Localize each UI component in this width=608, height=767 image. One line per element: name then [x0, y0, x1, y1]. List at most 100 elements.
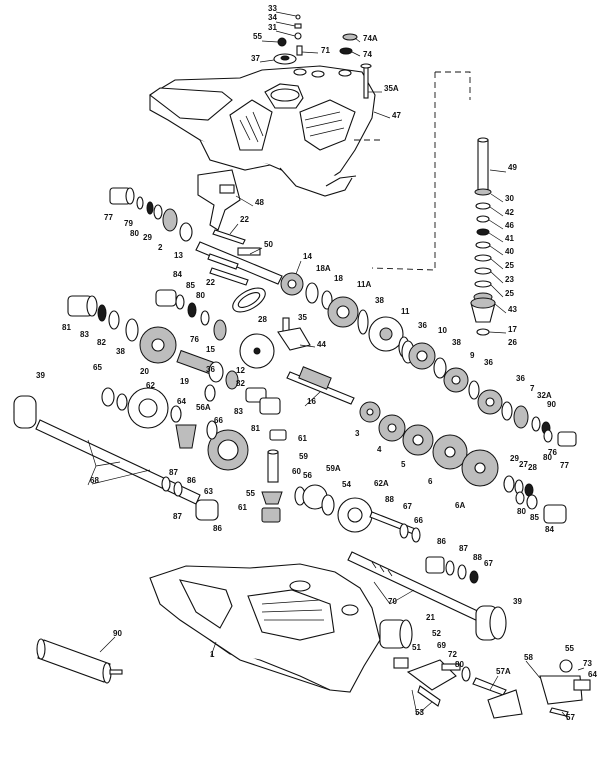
callout-c25b: 25	[505, 289, 514, 298]
callout-c47: 47	[392, 111, 401, 120]
callout-c40: 40	[505, 247, 514, 256]
lower-right-bracket	[539, 659, 591, 717]
callout-c56: 56	[303, 471, 312, 480]
callout-c86c: 86	[437, 537, 446, 546]
callout-c85a: 85	[186, 281, 195, 290]
callout-c31: 31	[268, 23, 277, 32]
right-mid-gear-row	[401, 340, 551, 435]
callout-c36c: 36	[516, 374, 525, 383]
callout-c64b: 64	[588, 670, 597, 679]
callout-c90b: 90	[113, 629, 122, 638]
callout-c74A: 74A	[363, 34, 378, 43]
callout-c38a: 38	[375, 296, 384, 305]
callout-c86b: 86	[213, 524, 222, 533]
callout-c54: 54	[342, 480, 351, 489]
callout-c9: 9	[470, 351, 475, 360]
callout-c35: 35	[298, 313, 307, 322]
callout-c66a: 66	[214, 416, 223, 425]
callout-c61a: 61	[298, 434, 307, 443]
callout-c11A: 11A	[357, 280, 371, 289]
callout-c79: 79	[124, 219, 133, 228]
right-end-bearings	[503, 429, 577, 524]
top-fasteners	[273, 14, 372, 99]
callout-c62: 62	[146, 381, 155, 390]
cylinder-90	[36, 638, 123, 684]
callout-c85b: 85	[530, 513, 539, 522]
callout-c16: 16	[307, 397, 316, 406]
callout-c66b: 66	[414, 516, 423, 525]
callout-c7: 7	[530, 384, 535, 393]
callout-c19: 19	[180, 377, 189, 386]
case-side-parts	[379, 619, 413, 669]
callout-c62A: 62A	[374, 479, 389, 488]
shift-bracket-48	[197, 169, 241, 231]
reference-dashed-line	[352, 71, 471, 271]
callout-c37: 37	[251, 54, 260, 63]
callout-c28: 28	[258, 315, 267, 324]
shift-fork-44	[277, 317, 311, 351]
callout-c72: 72	[448, 650, 457, 659]
callout-c67b: 67	[484, 559, 493, 568]
brake-lever-group	[406, 659, 523, 719]
vertical-shaft-stack	[470, 137, 496, 336]
callout-c18: 18	[334, 274, 343, 283]
callout-c51: 51	[412, 643, 421, 652]
callout-c23: 23	[505, 275, 514, 284]
callout-c26: 26	[508, 338, 517, 347]
callout-c87b: 87	[173, 512, 182, 521]
callout-c44: 44	[317, 340, 326, 349]
callout-c22b: 22	[206, 278, 215, 287]
callout-c50: 50	[264, 240, 273, 249]
callout-c57A: 57A	[496, 667, 511, 676]
callout-c80e: 80	[455, 660, 464, 669]
callout-c41: 41	[505, 234, 514, 243]
callout-c5: 5	[401, 460, 406, 469]
upper-left-gear-group	[109, 187, 193, 242]
callout-c80b: 80	[196, 291, 205, 300]
callout-c49: 49	[508, 163, 517, 172]
callout-c35A: 35A	[384, 84, 399, 93]
callout-c84a: 84	[173, 270, 182, 279]
housing-cover-47	[149, 65, 376, 197]
callout-c52: 52	[432, 629, 441, 638]
callout-c6A: 6A	[455, 501, 465, 510]
far-left-bearings	[67, 295, 139, 342]
main-case-1	[149, 563, 381, 693]
callout-c82b: 82	[236, 379, 245, 388]
callout-c20: 20	[140, 367, 149, 376]
callout-c43: 43	[508, 305, 517, 314]
gear-20	[139, 326, 177, 364]
callout-c4: 4	[377, 445, 382, 454]
callout-c55c: 55	[565, 644, 574, 653]
callout-c17: 17	[508, 325, 517, 334]
shift-rods	[195, 229, 283, 286]
callout-c13: 13	[174, 251, 183, 260]
callout-c39a: 39	[36, 371, 45, 380]
callout-c22a: 22	[240, 215, 249, 224]
callout-c36a: 36	[418, 321, 427, 330]
center-differential	[294, 484, 373, 533]
callout-c86a: 86	[187, 476, 196, 485]
callout-c87a: 87	[169, 468, 178, 477]
gear-28	[239, 333, 275, 369]
callout-c39b: 39	[513, 597, 522, 606]
callout-c67a: 67	[403, 502, 412, 511]
callout-c68: 68	[90, 476, 99, 485]
callout-c76: 76	[190, 335, 199, 344]
axle-shaft-68	[13, 395, 219, 521]
callout-c63: 63	[204, 487, 213, 496]
callout-c18A: 18A	[316, 264, 331, 273]
callout-c34: 34	[268, 13, 277, 22]
callout-c30: 30	[505, 194, 514, 203]
callout-c88b: 88	[473, 553, 482, 562]
callout-c71: 71	[321, 46, 330, 55]
callout-c80d: 80	[517, 507, 526, 516]
lower-gear-row	[359, 401, 499, 487]
mid-left-bushings	[155, 289, 227, 341]
callout-c80a: 80	[130, 229, 139, 238]
callout-c28b: 28	[528, 463, 537, 472]
callout-c82a: 82	[97, 338, 106, 347]
callout-c65a: 65	[93, 363, 102, 372]
